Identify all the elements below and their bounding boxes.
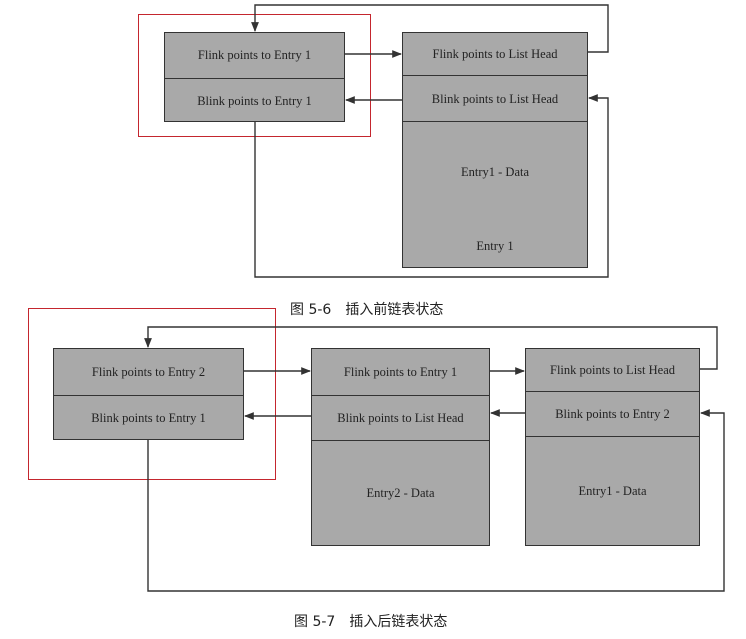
arrow-head-blink-to-entry1 bbox=[147, 409, 725, 592]
arrow-entry1-flink-to-head bbox=[144, 326, 718, 370]
entry1-blink-fig2: Blink points to Entry 2 bbox=[526, 391, 699, 437]
caption-fig1: 图 5-6 插入前链表状态 bbox=[290, 302, 444, 318]
entry1-flink-fig2: Flink points to List Head bbox=[550, 362, 675, 377]
entry2-flink-fig2: Flink points to Entry 1 bbox=[343, 364, 458, 379]
list-head-flink-fig2: Flink points to Entry 2 bbox=[91, 364, 206, 379]
entry1-label-fig1: Entry 1 bbox=[476, 238, 514, 253]
list-head-box-fig1: Flink points to Entry 1 Blink points to … bbox=[164, 32, 345, 122]
entry2-box-fig2: Flink points to Entry 1 Blink points to … bbox=[311, 348, 490, 546]
entry1-data-fig1: Entry1 - Data bbox=[403, 121, 587, 222]
entry1-blink-fig1: Blink points to List Head bbox=[403, 75, 587, 122]
list-head-highlight-fig2 bbox=[28, 308, 276, 480]
list-head-blink-fig1: Blink points to Entry 1 bbox=[165, 78, 344, 123]
list-head-flink-fig1: Flink points to Entry 1 bbox=[197, 48, 312, 62]
caption-fig2: 图 5-7 插入后链表状态 bbox=[294, 614, 448, 630]
arrow-entry1-flink-to-head bbox=[251, 4, 609, 53]
entry2-blink-fig2: Blink points to List Head bbox=[312, 395, 489, 441]
list-head-blink-fig2: Blink points to Entry 1 bbox=[54, 395, 243, 441]
list-head-box-fig2: Flink points to Entry 2 Blink points to … bbox=[53, 348, 244, 440]
entry1-box-fig2: Flink points to List Head Blink points t… bbox=[525, 348, 700, 546]
entry1-flink-fig1: Flink points to List Head bbox=[432, 46, 558, 61]
entry1-box-fig1: Flink points to List Head Blink points t… bbox=[402, 32, 588, 268]
entry1-data-fig2: Entry1 - Data bbox=[526, 436, 699, 545]
arrow-head-blink-to-entry1 bbox=[254, 94, 609, 278]
entry2-data-fig2: Entry2 - Data bbox=[312, 440, 489, 545]
